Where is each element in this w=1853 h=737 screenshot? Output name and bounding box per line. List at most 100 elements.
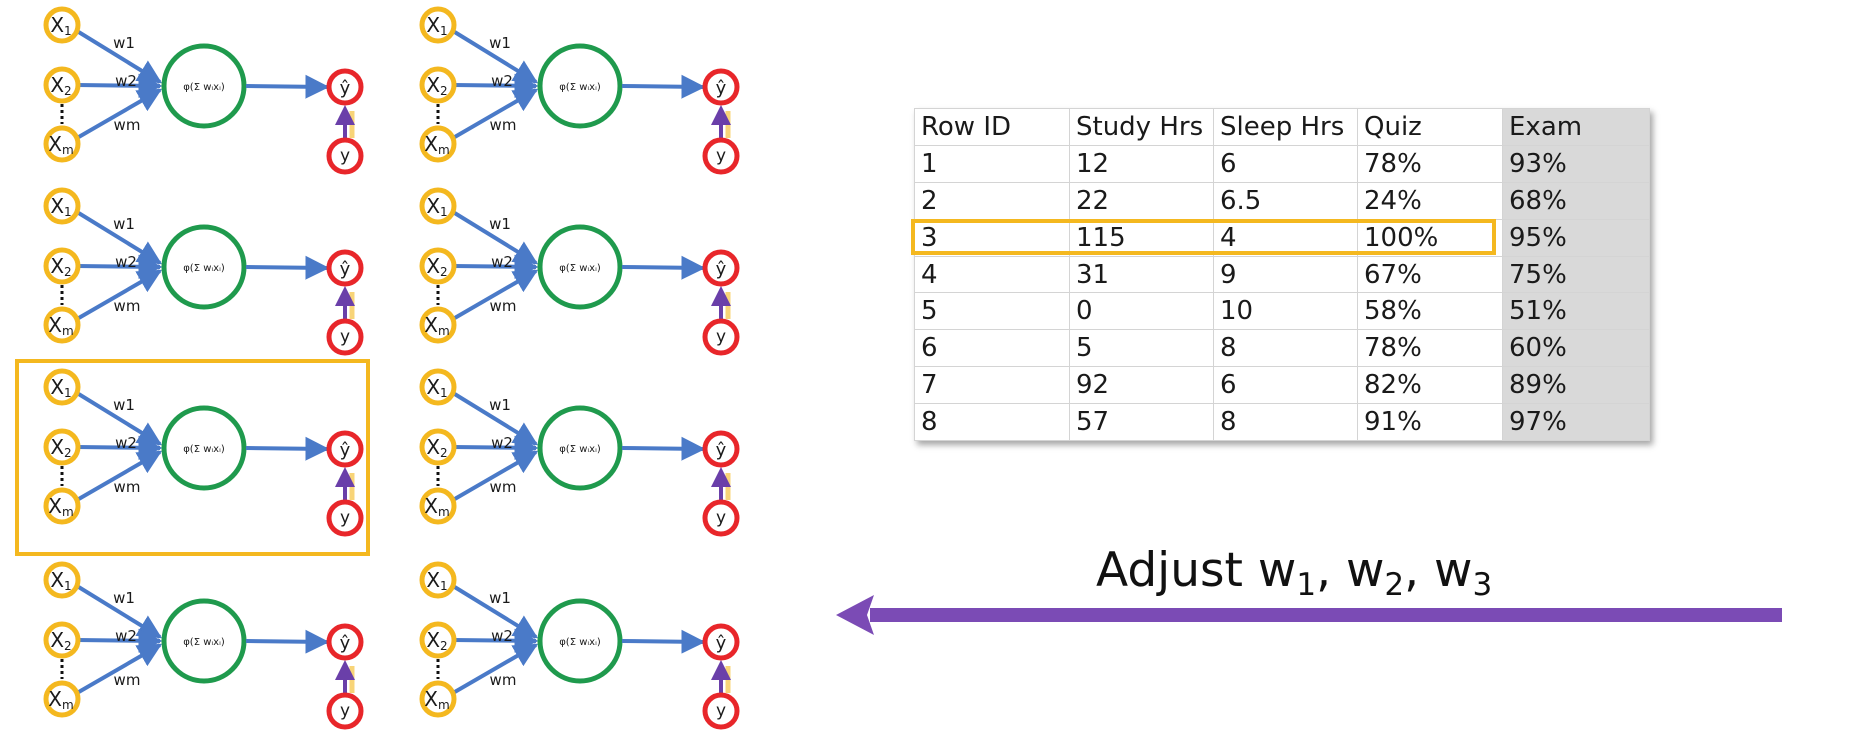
activation-formula: φ(Σ wᵢxᵢ) xyxy=(183,82,225,93)
input-label-1: X1 xyxy=(426,375,447,400)
actual-node xyxy=(702,499,740,537)
activation-node xyxy=(537,598,623,684)
input-label-3: Xm xyxy=(424,132,449,157)
table-row: 6 5 8 78% 60% xyxy=(914,329,1650,368)
input-node-2 xyxy=(43,621,81,659)
activation-formula: φ(Σ wᵢxᵢ) xyxy=(183,637,225,648)
weight-label-w1: w1 xyxy=(113,215,135,233)
output-connection xyxy=(245,255,330,280)
caption-w2-letter: w xyxy=(1345,543,1385,598)
output-node xyxy=(702,249,740,287)
connection-2 xyxy=(452,254,539,279)
input-label-1: X1 xyxy=(426,13,447,38)
cell-quiz: 58% xyxy=(1357,292,1503,331)
actual-node xyxy=(702,692,740,730)
input-node-2 xyxy=(43,66,81,104)
input-label-2: X2 xyxy=(50,73,71,98)
arrow-shaft xyxy=(870,608,1782,622)
input-label-2: X2 xyxy=(426,628,447,653)
output-label: ŷ xyxy=(340,440,351,461)
adjust-weights-caption: Adjust w1, w2, w3 xyxy=(1096,543,1492,603)
caption-w1-letter: w xyxy=(1257,543,1297,598)
table-row: 7 92 6 82% 89% xyxy=(914,366,1650,405)
actual-label: y xyxy=(340,327,350,347)
table-row: 2 22 6.5 24% 68% xyxy=(914,181,1650,220)
input-label-1: X1 xyxy=(50,13,71,38)
table-header-row: Row ID Study Hrs Sleep Hrs Quiz Exam xyxy=(914,108,1650,146)
connection-2 xyxy=(76,73,163,98)
activation-formula: φ(Σ wᵢxᵢ) xyxy=(559,637,601,648)
cell-row-id: 1 xyxy=(914,144,1070,183)
input-node-1 xyxy=(419,187,457,225)
connection-1 xyxy=(75,210,163,265)
weight-label-w2: w2 xyxy=(115,627,137,645)
input-node-3 xyxy=(43,125,81,163)
actual-label: y xyxy=(716,146,726,166)
table-row: 5 0 10 58% 51% xyxy=(914,292,1650,331)
activation-node xyxy=(537,405,623,491)
cell-row-id: 4 xyxy=(914,255,1070,294)
input-node-3 xyxy=(419,125,457,163)
input-node-1 xyxy=(43,6,81,44)
cell-exam: 68% xyxy=(1502,181,1650,220)
input-label-3: Xm xyxy=(48,313,73,338)
weight-label-w2: w2 xyxy=(491,434,513,452)
output-node xyxy=(702,623,740,661)
connection-2 xyxy=(76,435,163,460)
cell-exam: 95% xyxy=(1502,218,1650,257)
cell-exam: 93% xyxy=(1502,144,1650,183)
cell-study-hrs: 5 xyxy=(1069,329,1214,368)
output-label: ŷ xyxy=(716,78,727,99)
weight-label-wm: wm xyxy=(490,478,517,496)
table-row: 4 31 9 67% 75% xyxy=(914,255,1650,294)
input-label-2: X2 xyxy=(50,628,71,653)
input-label-1: X1 xyxy=(50,194,71,219)
cell-exam: 97% xyxy=(1502,403,1650,442)
activation-formula: φ(Σ wᵢxᵢ) xyxy=(183,263,225,274)
input-node-3 xyxy=(43,487,81,525)
cell-quiz: 67% xyxy=(1357,255,1503,294)
input-node-3 xyxy=(43,306,81,344)
input-label-3: Xm xyxy=(48,687,73,712)
input-label-2: X2 xyxy=(50,254,71,279)
weight-label-w2: w2 xyxy=(115,434,137,452)
cell-sleep-hrs: 8 xyxy=(1213,403,1358,442)
highlighted-row-box xyxy=(911,219,1496,255)
cell-exam: 51% xyxy=(1502,292,1650,331)
backpropagation-arrow xyxy=(836,595,1782,635)
activation-formula: φ(Σ wᵢxᵢ) xyxy=(559,444,601,455)
activation-node xyxy=(537,224,623,310)
header-exam: Exam xyxy=(1502,108,1650,146)
cell-study-hrs: 115 xyxy=(1069,218,1214,257)
connection-3 xyxy=(451,88,539,140)
input-node-2 xyxy=(419,621,457,659)
connection-1 xyxy=(75,391,163,446)
connection-1 xyxy=(451,391,539,446)
input-label-2: X2 xyxy=(426,73,447,98)
output-label: ŷ xyxy=(340,259,351,280)
input-node-1 xyxy=(43,368,81,406)
weight-label-wm: wm xyxy=(114,297,141,315)
input-node-3 xyxy=(43,680,81,718)
input-label-1: X1 xyxy=(50,568,71,593)
cell-sleep-hrs: 8 xyxy=(1213,329,1358,368)
activation-node xyxy=(161,43,247,129)
cell-exam: 60% xyxy=(1502,329,1650,368)
caption-w1-subscript: 1 xyxy=(1296,567,1317,603)
input-node-1 xyxy=(43,187,81,225)
output-node xyxy=(326,68,364,106)
input-label-3: Xm xyxy=(424,313,449,338)
actual-node xyxy=(702,137,740,175)
input-node-2 xyxy=(43,428,81,466)
cell-quiz: 78% xyxy=(1357,329,1503,368)
output-connection xyxy=(621,436,706,461)
cell-row-id: 7 xyxy=(914,366,1070,405)
output-label: ŷ xyxy=(716,633,727,654)
input-label-3: Xm xyxy=(424,494,449,519)
connection-1 xyxy=(451,584,539,639)
input-node-2 xyxy=(419,247,457,285)
connection-3 xyxy=(451,643,539,695)
